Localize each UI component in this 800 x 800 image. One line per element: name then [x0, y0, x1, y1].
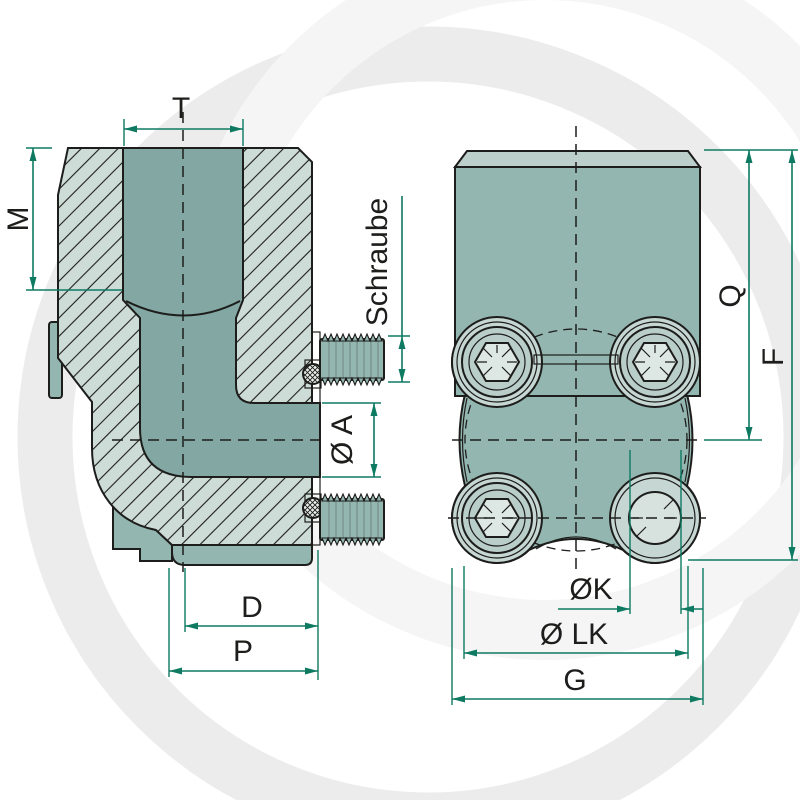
right-front-view [448, 126, 706, 574]
dimension-G: G [451, 568, 704, 705]
bottom-flange-strip [171, 544, 313, 566]
dimension-F: F [688, 150, 798, 561]
dimensions-right-view: Q F ØK Ø LK G [451, 149, 798, 705]
dim-label-Q: Q [714, 284, 747, 307]
stud-bottom [319, 492, 385, 547]
dim-label-F: F [757, 348, 790, 366]
dimension-schraube: Schraube [361, 196, 410, 383]
dim-label-OLK: Ø LK [540, 618, 608, 651]
dim-label-schraube: Schraube [361, 198, 394, 326]
dim-label-M: M [2, 207, 35, 232]
dimension-T: T [123, 92, 244, 146]
dimensions-left-view: T M Schraube Ø A D P [2, 92, 410, 680]
dimension-M: M [2, 147, 122, 291]
dimension-P: P [168, 568, 318, 677]
dim-label-D: D [241, 591, 263, 624]
dimension-OA: Ø A [322, 402, 381, 478]
dim-label-G: G [563, 664, 586, 697]
dim-label-OK: ØK [569, 573, 612, 606]
body-top-chamfer [453, 150, 702, 168]
dimension-Q: Q [704, 150, 762, 441]
dimension-OLK: Ø LK [463, 566, 689, 659]
dimension-OK: ØK [558, 450, 703, 614]
bolt-top-left [451, 316, 543, 408]
dimension-D: D [184, 550, 319, 680]
dim-label-T: T [172, 92, 190, 125]
bore-channel [122, 147, 321, 478]
left-section-view [48, 112, 385, 572]
dim-label-OA: Ø A [326, 415, 359, 465]
bolt-top-right [609, 316, 701, 408]
dim-label-P: P [233, 635, 253, 668]
stud-top [319, 332, 385, 387]
